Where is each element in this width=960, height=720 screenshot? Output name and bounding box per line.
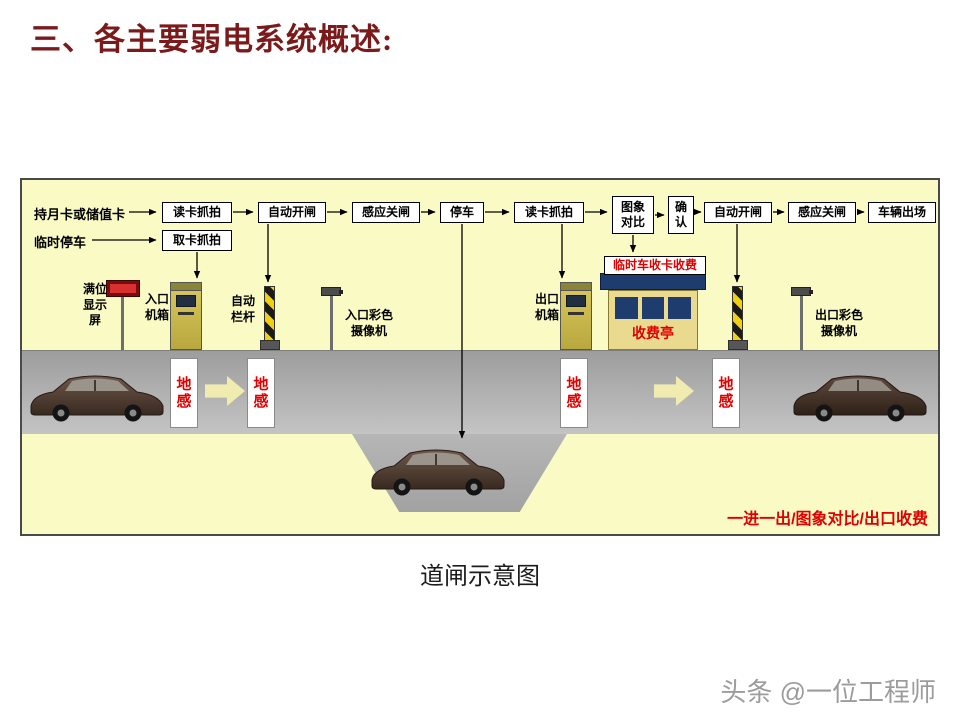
ground-sensor-label: 地感 — [176, 375, 192, 410]
ground-sensor-label: 地感 — [718, 375, 734, 410]
ground-sensor-strip: 地感 — [712, 358, 740, 428]
auto-barrier-label: 自动栏杆 — [230, 294, 255, 324]
entry-barrier-base — [260, 340, 280, 350]
toll-booth-icon: 收费亭 — [608, 290, 698, 350]
booth-window-pane — [641, 297, 665, 319]
flow-box-sense-close-exit: 感应关闸 — [788, 202, 856, 223]
flow-box-auto-open-exit: 自动开闸 — [704, 202, 772, 223]
exit-barrier-base — [728, 340, 748, 350]
exit-camera-pole — [800, 296, 803, 350]
flow-label-monthly-card: 持月卡或储值卡 — [34, 207, 126, 222]
flow-box-confirm: 确认 — [668, 196, 694, 234]
machine-top — [561, 283, 591, 291]
ground-sensor-strip: 地感 — [560, 358, 588, 428]
flow-box-sense-close-entry: 感应关闸 — [352, 202, 420, 223]
flow-box-temp-car-fee: 临时车收卡收费 — [604, 256, 706, 275]
car-icon — [30, 375, 164, 422]
ground-sensor-label: 地感 — [253, 375, 269, 410]
exit-machine-icon — [560, 282, 592, 350]
machine-card-slot — [178, 312, 194, 315]
booth-window-pane — [615, 297, 638, 319]
exit-machine-label: 出口机箱 — [534, 292, 559, 322]
entry-machine-icon — [170, 282, 202, 350]
machine-screen — [566, 295, 586, 307]
flow-box-auto-open-entry: 自动开闸 — [258, 202, 326, 223]
flow-box-read-card-exit: 读卡抓拍 — [514, 202, 584, 223]
full-lot-sign-icon — [106, 280, 140, 297]
machine-top — [171, 283, 201, 291]
entry-machine-label: 入口机箱 — [144, 292, 169, 322]
ground-sensor-label: 地感 — [566, 375, 582, 410]
exit-barrier-icon — [732, 286, 743, 342]
entry-camera-pole — [330, 296, 333, 350]
machine-card-slot — [568, 312, 584, 315]
flow-box-park: 停车 — [440, 202, 484, 223]
diagram-caption: 道闸示意图 — [420, 563, 540, 590]
toll-booth-windows — [615, 297, 692, 319]
car-icon — [793, 375, 927, 422]
exit-camera-icon — [791, 287, 813, 296]
toll-booth-label: 收费亭 — [632, 325, 674, 341]
toll-booth-roof-icon — [600, 273, 706, 290]
sign-pole-icon — [121, 297, 124, 350]
entry-camera-icon — [321, 287, 343, 296]
booth-window-pane — [668, 297, 692, 319]
flow-label-temp-parking: 临时停车 — [34, 235, 87, 250]
flow-box-vehicle-exit: 车辆出场 — [868, 202, 936, 223]
diagram-note: 一进一出/图象对比/出口收费 — [727, 511, 928, 528]
gate-system-diagram: 持月卡或储值卡 临时停车 读卡抓拍 取卡抓拍 自动开闸 感应关闸 停车 读卡抓拍… — [20, 178, 940, 536]
exit-camera-label: 出口彩色摄像机 — [814, 308, 863, 338]
sign-led-panel — [110, 284, 136, 293]
flow-box-take-card-entry: 取卡抓拍 — [162, 230, 232, 251]
machine-screen — [176, 295, 196, 307]
flow-box-read-card-entry: 读卡抓拍 — [162, 202, 232, 223]
ground-sensor-strip: 地感 — [170, 358, 198, 428]
entry-barrier-icon — [264, 286, 275, 342]
ground-sensor-strip: 地感 — [247, 358, 275, 428]
car-icon — [371, 449, 505, 496]
entry-camera-label: 入口彩色摄像机 — [344, 308, 393, 338]
slide-title: 三、各主要弱电系统概述: — [30, 22, 394, 57]
watermark: 头条 @一位工程师 — [720, 677, 936, 707]
full-sign-label: 满位显示屏 — [82, 282, 107, 328]
flow-box-image-compare: 图象对比 — [612, 196, 654, 234]
